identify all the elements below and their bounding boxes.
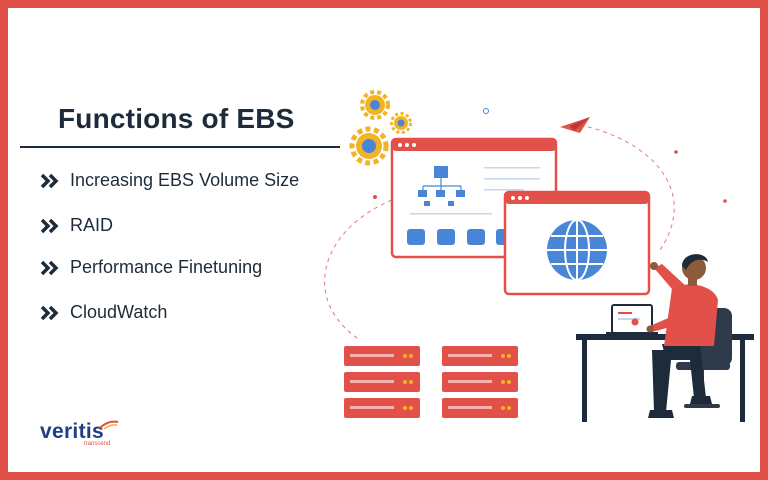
- gear-icon: [349, 126, 389, 166]
- list-item-label: Increasing EBS Volume Size: [70, 170, 300, 190]
- server-rack-icon: [442, 346, 518, 418]
- dashed-path: [579, 124, 675, 251]
- double-chevron-icon: [40, 260, 59, 275]
- person-at-desk-icon: [646, 254, 718, 418]
- gear-icon: [390, 112, 412, 134]
- logo-tagline: transcend: [84, 441, 111, 447]
- list-item: Increasing EBS Volume Size: [40, 170, 299, 191]
- browser-window-icon: [503, 190, 651, 296]
- double-chevron-icon: [40, 305, 59, 320]
- globe-icon: [547, 219, 607, 281]
- decor-dot: [483, 108, 489, 114]
- decor-dot: [723, 199, 727, 203]
- list-item: RAID: [40, 215, 113, 236]
- title-underline: [20, 146, 340, 148]
- gear-icon: [360, 90, 390, 120]
- server-rack-icon: [344, 346, 420, 418]
- double-chevron-icon: [40, 218, 59, 233]
- laptop-icon: [606, 304, 658, 335]
- decor-dot: [674, 150, 678, 154]
- page-title: Functions of EBS: [58, 103, 295, 134]
- double-chevron-icon: [40, 173, 59, 188]
- decor-dot: [373, 195, 377, 199]
- logo-wordmark: veritis: [40, 420, 104, 443]
- list-item-label: CloudWatch: [70, 302, 168, 322]
- list-item-label: Performance Finetuning: [70, 257, 263, 277]
- dashed-path: [324, 199, 393, 341]
- list-item: Performance Finetuning: [40, 257, 262, 278]
- veritis-logo: veritis transcend: [40, 420, 119, 447]
- logo-swoosh-icon: [99, 420, 119, 430]
- desk-icon: [576, 334, 754, 422]
- list-item-label: RAID: [70, 215, 114, 235]
- paper-plane-icon: [560, 117, 590, 133]
- list-item: CloudWatch: [40, 302, 167, 323]
